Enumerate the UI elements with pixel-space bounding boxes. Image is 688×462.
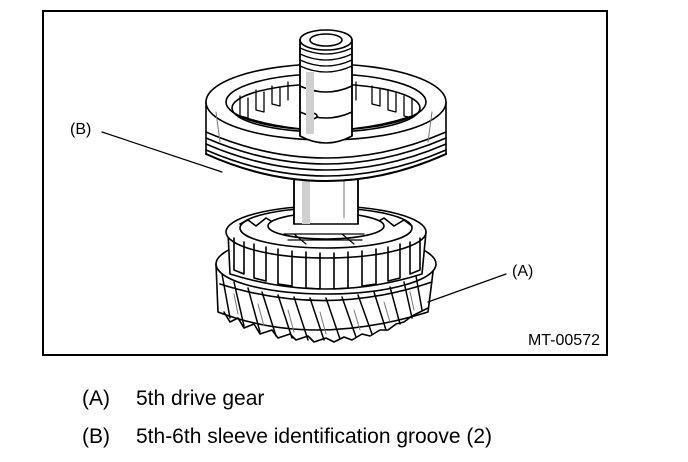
leader-lines <box>101 131 507 303</box>
upper-gear <box>225 205 427 290</box>
leader-line-a <box>427 273 507 303</box>
legend-text: 5th drive gear <box>136 387 265 410</box>
callout-label-a: (A) <box>512 263 534 280</box>
threaded-shaft-end <box>299 29 353 144</box>
figure-id-label: MT-00572 <box>527 332 600 349</box>
gear-assembly-illustration <box>101 29 507 343</box>
legend-key: (B) <box>82 425 110 448</box>
legend-key: (A) <box>82 387 110 410</box>
legend-item-b: (B) 5th-6th sleeve identification groove… <box>82 424 642 462</box>
leader-line-b <box>101 131 223 173</box>
legend-item-a: (A) 5th drive gear <box>82 386 642 424</box>
legend-text: 5th-6th sleeve identification groove (2) <box>136 425 493 448</box>
legend: (A) 5th drive gear (B) 5th-6th sleeve id… <box>82 386 642 462</box>
figure-frame: (B) (A) MT-00572 <box>42 10 608 356</box>
callout-label-b: (B) <box>70 121 92 138</box>
